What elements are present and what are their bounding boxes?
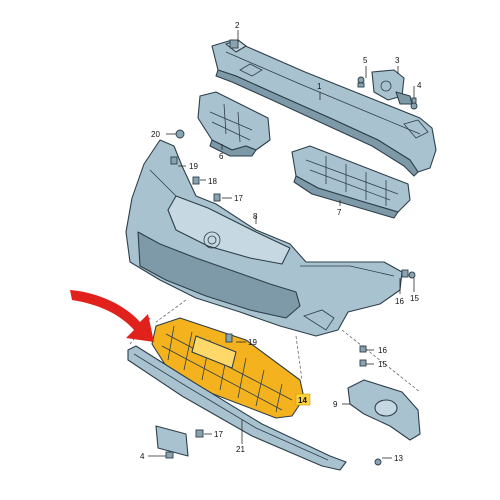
energy-absorber-6	[197, 91, 271, 157]
screw-5	[357, 76, 365, 88]
callout-7: 7	[337, 208, 342, 217]
callout-14: 14	[298, 396, 307, 405]
energy-absorber-7	[291, 145, 411, 219]
screw-4-top	[410, 97, 418, 110]
callout-1: 1	[317, 82, 322, 91]
bumper-reinforcement-bar	[211, 39, 437, 177]
fasteners	[165, 129, 416, 466]
callout-6: 6	[219, 152, 224, 161]
fog-light-trim-9	[347, 379, 421, 441]
callout-13: 13	[394, 454, 403, 463]
callout-18: 18	[208, 177, 217, 186]
callout-8: 8	[253, 212, 258, 221]
lower-grille-14	[151, 317, 305, 419]
lower-spoiler-21	[127, 345, 347, 471]
callout-17-bottom: 17	[214, 430, 223, 439]
callout-2: 2	[235, 21, 240, 30]
callout-labels: 2 1 5 3 4 20 6 19 18 17 7 8 16 15 19 16 …	[140, 21, 422, 463]
plate-bracket	[155, 425, 189, 457]
callout-5: 5	[363, 56, 368, 65]
callout-3: 3	[395, 56, 400, 65]
mounting-bracket-3	[371, 69, 413, 105]
callout-16-right: 16	[395, 297, 404, 306]
callout-19-bottom: 19	[248, 338, 257, 347]
bumper-cover-8	[125, 139, 403, 337]
callout-4-bottom: 4	[140, 452, 145, 461]
pointer-arrow	[70, 290, 154, 342]
callout-21: 21	[236, 445, 245, 454]
highlight-label-box	[295, 393, 311, 406]
callout-15-bottom: 15	[378, 360, 387, 369]
callout-16-bottom: 16	[378, 346, 387, 355]
callout-9: 9	[333, 400, 338, 409]
callout-19-top: 19	[189, 162, 198, 171]
callout-20: 20	[151, 130, 160, 139]
bolt-2	[229, 39, 239, 49]
callout-15-right: 15	[410, 294, 419, 303]
callout-4: 4	[417, 81, 422, 90]
callout-17-top: 17	[234, 194, 243, 203]
